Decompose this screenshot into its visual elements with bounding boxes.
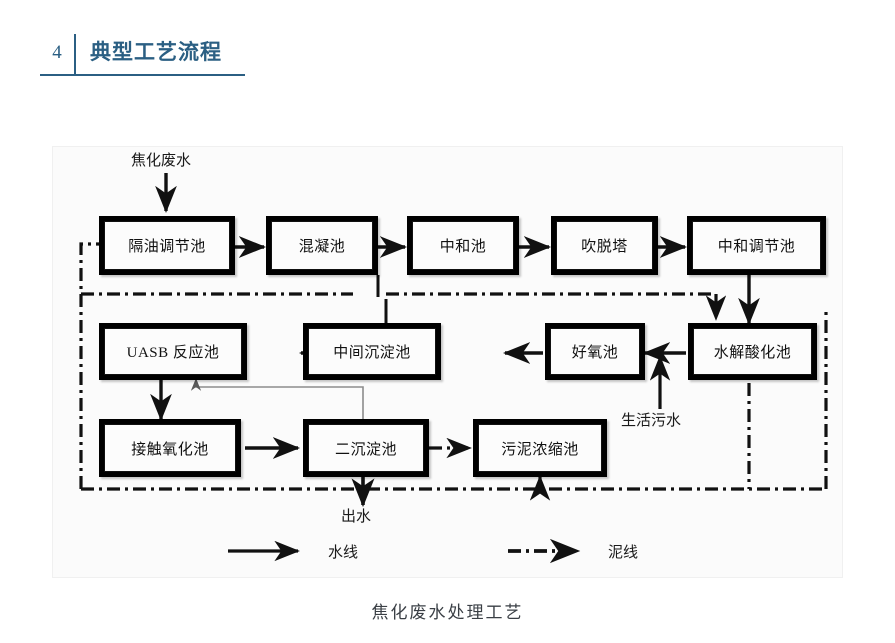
node-label: 吹脱塔 bbox=[581, 237, 628, 255]
node-body: 吹脱塔 bbox=[556, 221, 653, 270]
legend-label-sludge-line: 泥线 bbox=[608, 543, 639, 561]
process-flow-diagram: 焦化废水 生活污水 出水 隔油调节池 混凝池 中和池 吹脱塔 中和调节池 UAS… bbox=[52, 146, 843, 578]
node-label: 中和池 bbox=[439, 237, 487, 255]
node-uasb-reactor[interactable]: UASB 反应池 bbox=[99, 323, 247, 380]
diagram-connectors-layer bbox=[79, 173, 828, 564]
node-label: 中间沉淀池 bbox=[333, 343, 411, 361]
node-secondary-sedimentation[interactable]: 二沉淀池 bbox=[303, 419, 429, 477]
node-body: 接触氧化池 bbox=[104, 424, 236, 472]
node-body: 中和调节池 bbox=[692, 221, 821, 270]
node-sludge-thickener[interactable]: 污泥浓缩池 bbox=[473, 419, 607, 477]
node-stripping-tower[interactable]: 吹脱塔 bbox=[551, 216, 658, 275]
section-header-divider bbox=[74, 34, 76, 74]
node-neutralization[interactable]: 中和池 bbox=[407, 216, 519, 275]
node-label: 二沉淀池 bbox=[334, 439, 397, 458]
node-label: 好氧池 bbox=[571, 343, 619, 361]
node-label: 水解酸化池 bbox=[713, 343, 792, 361]
node-label: 接触氧化池 bbox=[131, 439, 209, 458]
node-hydrolysis-acidification[interactable]: 水解酸化池 bbox=[688, 323, 817, 380]
node-label: 隔油调节池 bbox=[128, 237, 206, 255]
node-label: 污泥浓缩池 bbox=[501, 439, 579, 458]
node-body: 中和池 bbox=[412, 221, 514, 270]
node-body: 二沉淀池 bbox=[308, 424, 424, 472]
node-aerobic[interactable]: 好氧池 bbox=[545, 323, 645, 380]
node-intermediate-sedimentation[interactable]: 中间沉淀池 bbox=[303, 323, 441, 380]
node-oil-separation-equalization[interactable]: 隔油调节池 bbox=[99, 216, 235, 275]
node-body: 水解酸化池 bbox=[693, 328, 812, 375]
label-influent: 焦化废水 bbox=[131, 151, 192, 169]
node-contact-oxidation[interactable]: 接触氧化池 bbox=[99, 419, 241, 477]
section-number: 4 bbox=[52, 41, 62, 63]
node-body: 隔油调节池 bbox=[104, 221, 230, 270]
label-domestic-sewage: 生活污水 bbox=[621, 411, 682, 429]
node-label: 中和调节池 bbox=[717, 237, 796, 255]
node-body: 中间沉淀池 bbox=[308, 328, 436, 375]
node-body: 污泥浓缩池 bbox=[478, 424, 602, 472]
node-label: UASB 反应池 bbox=[126, 345, 220, 361]
node-label: 混凝池 bbox=[298, 237, 346, 255]
figure-caption: 焦化废水处理工艺 bbox=[371, 603, 524, 623]
label-effluent: 出水 bbox=[341, 507, 372, 525]
page-title: 典型工艺流程 bbox=[90, 40, 222, 64]
node-body: UASB 反应池 bbox=[104, 328, 242, 375]
section-header-row: 4 典型工艺流程 bbox=[40, 34, 245, 76]
node-body: 混凝池 bbox=[271, 221, 373, 270]
legend-label-water-line: 水线 bbox=[328, 543, 359, 561]
recycle-line-secondary-to-uasb bbox=[190, 378, 364, 419]
node-coagulation[interactable]: 混凝池 bbox=[266, 216, 378, 275]
sludge-return-to-oil-separation bbox=[79, 233, 141, 489]
section-header: 4 典型工艺流程 bbox=[40, 32, 245, 76]
node-neutralization-equalization[interactable]: 中和调节池 bbox=[687, 216, 826, 275]
node-body: 好氧池 bbox=[550, 328, 640, 375]
